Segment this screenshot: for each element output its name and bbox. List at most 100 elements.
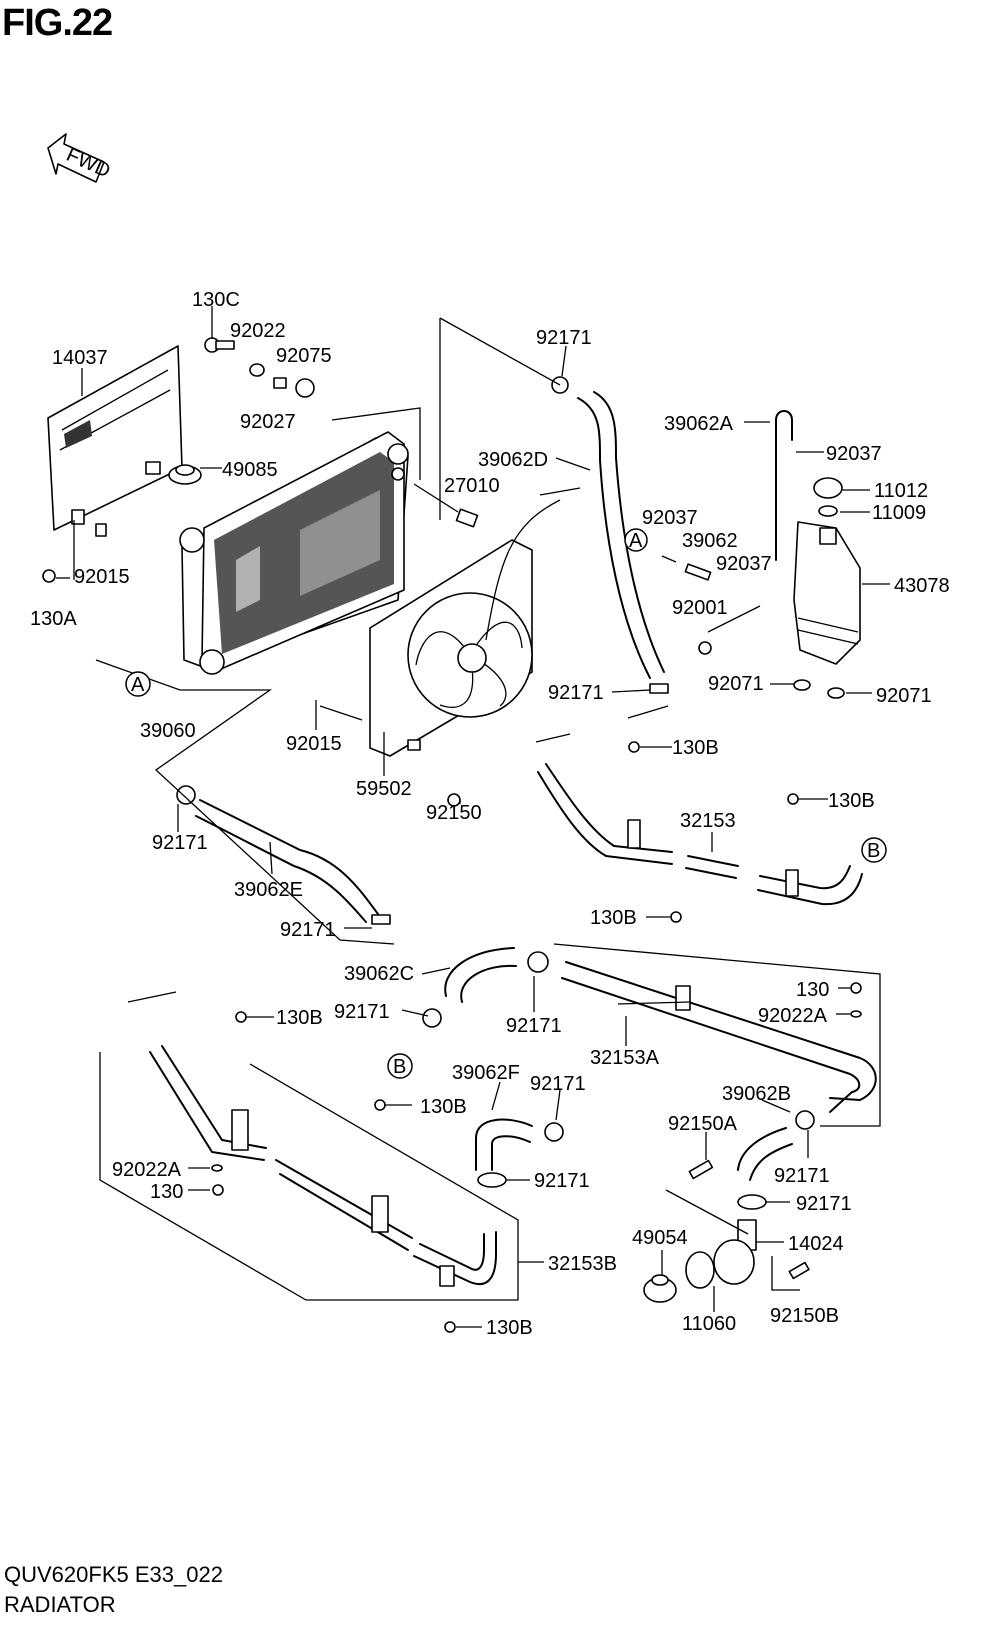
label-49085: 49085: [222, 459, 278, 481]
hose-39062f-part: [475, 1118, 533, 1171]
label-14024: 14024: [788, 1233, 844, 1255]
label-92015: 92015: [286, 733, 342, 755]
hose-39062c-part: [444, 947, 515, 997]
label-14037: 14037: [52, 347, 108, 369]
label-130b: 130B: [590, 907, 637, 929]
label-11009: 11009: [872, 502, 926, 524]
clamp-92171-part: [422, 1008, 442, 1028]
label-130: 130: [150, 1181, 183, 1203]
bolt-130a-part: [42, 569, 56, 583]
grommet-92071-part: [793, 679, 811, 691]
label-39062f: 39062F: [452, 1062, 520, 1084]
bolt-130-part: [212, 1184, 224, 1196]
callout-b: B: [861, 837, 887, 863]
tank-seal-part: [818, 505, 838, 517]
bolt-130b-part: [235, 1011, 247, 1023]
svg-text:B: B: [867, 840, 880, 862]
label-130: 130: [796, 979, 829, 1001]
label-130b: 130B: [276, 1007, 323, 1029]
thermostat-housing-part: [713, 1219, 757, 1285]
reservoir-tank-part: [793, 521, 861, 665]
svg-text:A: A: [131, 674, 145, 696]
label-39062e: 39062E: [234, 879, 303, 901]
label-39062d: 39062D: [478, 449, 548, 471]
label-11060: 11060: [682, 1313, 736, 1335]
label-92037: 92037: [716, 553, 772, 575]
label-130b: 130B: [828, 790, 875, 812]
label-92171: 92171: [506, 1015, 562, 1037]
label-92071: 92071: [708, 673, 764, 695]
bolt-130b-part: [787, 793, 799, 805]
bolt-130b-part: [374, 1099, 386, 1111]
label-130c: 130C: [192, 289, 240, 311]
label-32153a: 32153A: [590, 1047, 660, 1069]
grommet-92075-part: [295, 378, 315, 398]
grommet-92071-part: [827, 687, 845, 699]
label-92171: 92171: [536, 327, 592, 349]
label-92071: 92071: [876, 685, 932, 707]
callout-a: A: [624, 528, 648, 552]
fitting-92171-part: [371, 914, 391, 925]
clamp-92171-part: [795, 1110, 815, 1130]
label-92171: 92171: [334, 1001, 390, 1023]
hose-39062b-part: [737, 1127, 787, 1171]
nut-92015-part: [95, 523, 107, 537]
fan-assembly-part: [369, 487, 581, 757]
fwd-arrow-icon: FWD: [47, 133, 114, 183]
label-92171: 92171: [152, 832, 208, 854]
label-92171: 92171: [280, 919, 336, 941]
label-92150a: 92150A: [668, 1113, 738, 1135]
label-39062: 39062: [682, 530, 738, 552]
washer-92022a-part: [850, 1010, 862, 1018]
label-92027: 92027: [240, 411, 296, 433]
label-130b: 130B: [672, 737, 719, 759]
radiator-part: [179, 431, 409, 675]
label-92171: 92171: [774, 1165, 830, 1187]
water-pipe-32153-part: [537, 763, 863, 906]
label-92171: 92171: [534, 1170, 590, 1192]
label-130b: 130B: [486, 1317, 533, 1339]
bolt-130b-part: [628, 741, 640, 753]
clamp-92171-part: [544, 1122, 564, 1142]
footer: QUV620FK5 E33_022 RADIATOR: [4, 1560, 223, 1620]
label-11012: 11012: [874, 480, 928, 502]
label-92171: 92171: [548, 682, 604, 704]
svg-text:A: A: [629, 530, 643, 552]
washer-92022-part: [249, 363, 265, 377]
bolt-92150a-part: [688, 1159, 714, 1180]
thermostat-part: [643, 1274, 677, 1303]
bolt-130-part: [850, 982, 862, 994]
hose-39062-part: [684, 563, 712, 581]
collar-92027-part: [273, 377, 287, 389]
bolt-130b-part: [444, 1321, 456, 1333]
overflow-hose-part: [775, 410, 793, 561]
label-92075: 92075: [276, 345, 332, 367]
figure-title: FIG.22: [2, 2, 113, 44]
washer-92022a-part: [211, 1164, 223, 1172]
svg-text:B: B: [393, 1056, 406, 1078]
hose-39062d-part: [577, 397, 651, 679]
label-92015: 92015: [74, 566, 130, 588]
label-130b: 130B: [420, 1096, 467, 1118]
label-92150: 92150: [426, 802, 482, 824]
label-43078: 43078: [894, 575, 950, 597]
bolt-92150b-part: [788, 1261, 810, 1280]
label-32153: 32153: [680, 810, 736, 832]
label-92037: 92037: [642, 507, 698, 529]
label-92022: 92022: [230, 320, 286, 342]
label-92171: 92171: [796, 1193, 852, 1215]
water-pipe-32153a-part: [561, 961, 877, 1113]
fitting-92171-part: [649, 683, 669, 694]
bolt-130b-part: [670, 911, 682, 923]
label-27010: 27010: [444, 475, 500, 497]
section-name: RADIATOR: [4, 1592, 116, 1617]
label-92037: 92037: [826, 443, 882, 465]
model-code: QUV620FK5 E33_022: [4, 1562, 223, 1587]
clamp-92171-part: [176, 785, 196, 805]
label-39062c: 39062C: [344, 963, 414, 985]
label-92022a: 92022A: [112, 1159, 182, 1181]
fan-switch-part: [455, 508, 479, 528]
water-pipe-32153b-part: [149, 1045, 497, 1287]
clamp-92171-part: [477, 1172, 507, 1188]
